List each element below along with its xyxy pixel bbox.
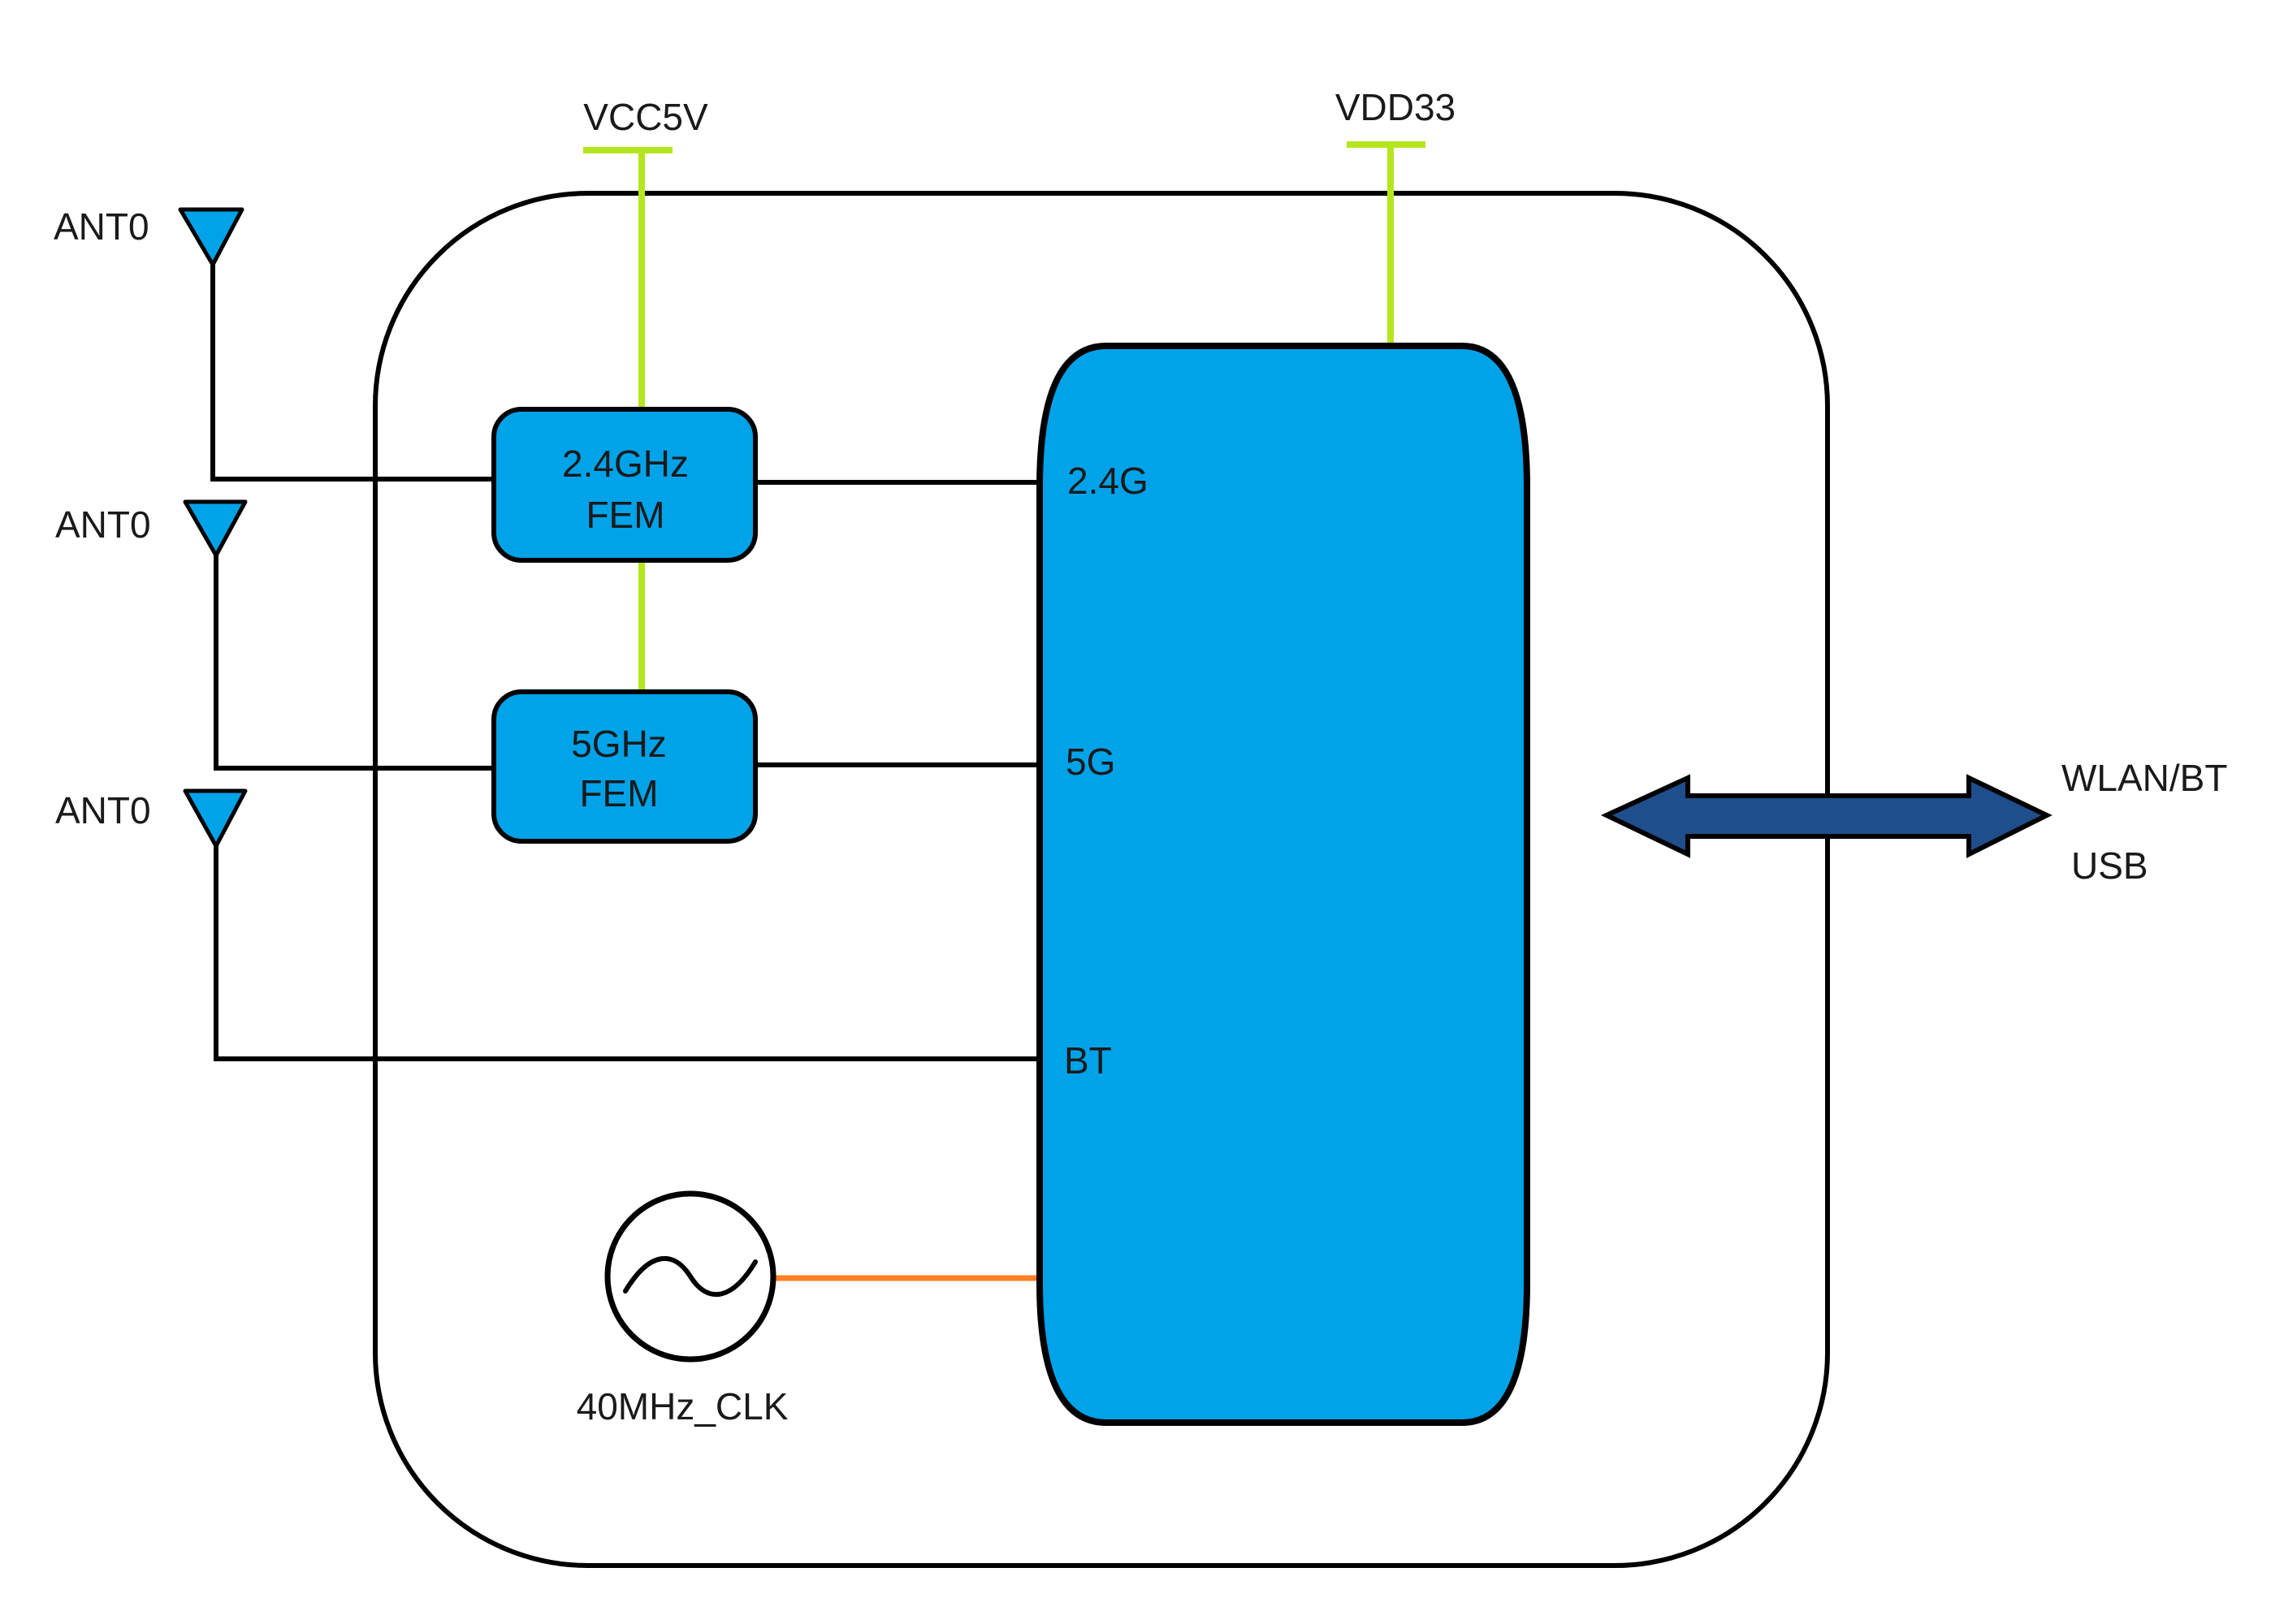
antenna-2-label: ANT0 (55, 503, 151, 546)
antenna-1: ANT0 (54, 205, 244, 267)
antenna-icon (178, 207, 244, 267)
wifi-bt-chip: 2.4G 5G BT (1036, 343, 1530, 1426)
fem-24ghz: 2.4GHz FEM (491, 407, 758, 563)
fem-5ghz-line1: 5GHz (571, 723, 667, 765)
fem-5ghz: 5GHz FEM (491, 689, 758, 844)
fem-24ghz-line1: 2.4GHz (562, 443, 689, 485)
interface-arrow: WLAN/BT USB (1600, 757, 2227, 887)
vcc5v-rail: VCC5V (583, 96, 708, 690)
antenna-icon (183, 499, 248, 558)
chip-port-5g: 5G (1066, 741, 1115, 783)
vdd33-label: VDD33 (1335, 86, 1456, 128)
clock-label: 40MHz_CLK (577, 1385, 789, 1427)
antenna-2: ANT0 (55, 499, 248, 558)
antenna-3: ANT0 (55, 788, 248, 849)
fem-24ghz-line2: FEM (586, 494, 664, 536)
chip-port-bt: BT (1064, 1039, 1112, 1082)
module-outline (373, 191, 1830, 1568)
vdd33-rail: VDD33 (1335, 86, 1456, 343)
clock-oscillator: 40MHz_CLK (577, 1190, 789, 1427)
antenna-icon (183, 788, 248, 849)
antenna-feed-lines (210, 258, 1041, 1061)
vcc5v-label: VCC5V (583, 96, 708, 138)
sine-wave-icon (623, 1255, 758, 1298)
antenna-1-label: ANT0 (54, 205, 149, 248)
interface-line2: USB (2071, 844, 2148, 887)
fem-5ghz-line2: FEM (579, 772, 658, 814)
interface-line1: WLAN/BT (2061, 757, 2227, 799)
chip-port-24g: 2.4G (1067, 460, 1148, 502)
antenna-3-label: ANT0 (55, 789, 151, 831)
bidirectional-arrow-icon (1600, 774, 2053, 858)
